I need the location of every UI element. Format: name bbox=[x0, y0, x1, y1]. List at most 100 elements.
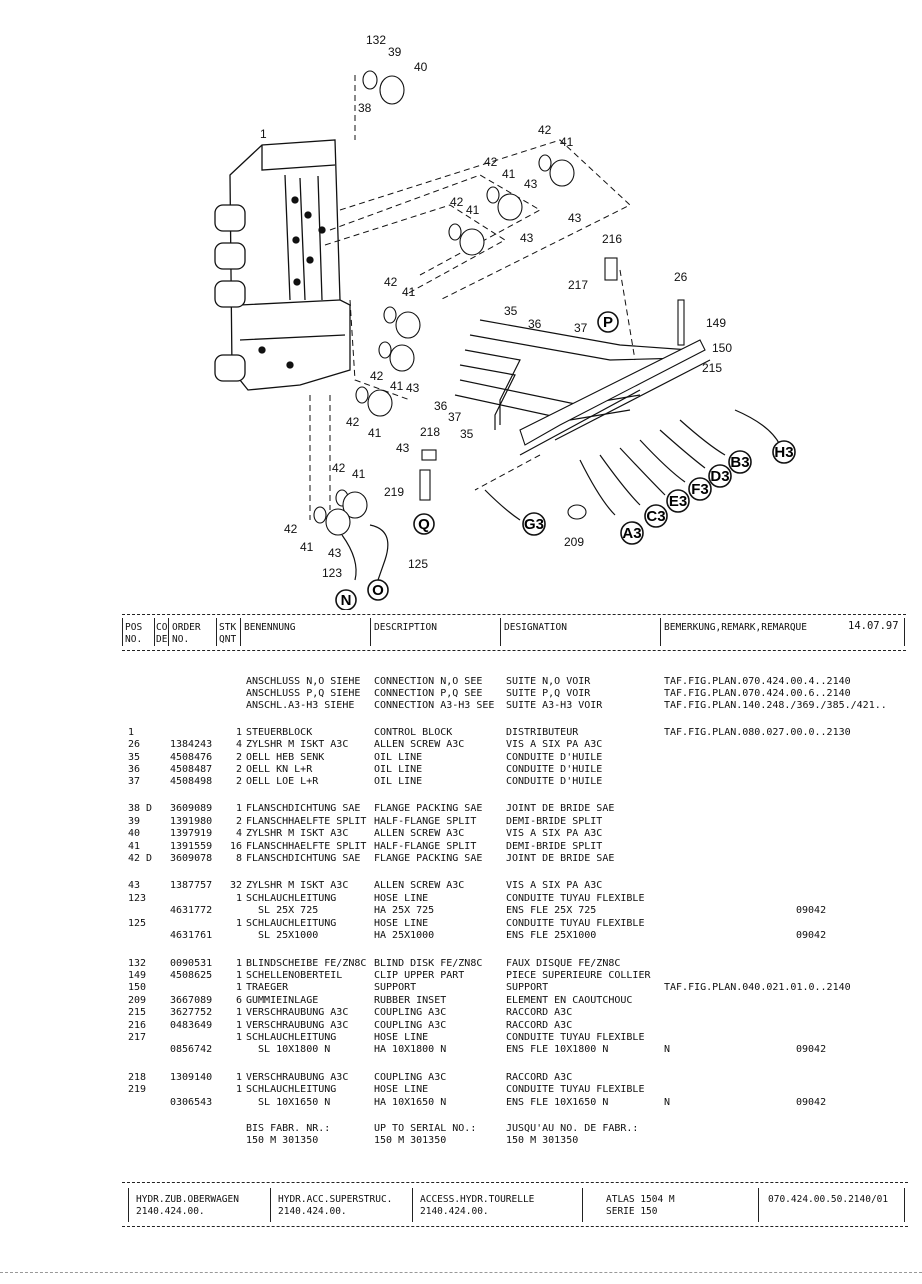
row-cell-dsg: VIS A SIX PA A3C bbox=[506, 880, 603, 891]
row-cell-pos: 219 bbox=[128, 1084, 147, 1095]
row-cell-rem: TAF.FIG.PLAN.140.248./369./385./421.. bbox=[664, 700, 887, 711]
svg-text:C3: C3 bbox=[646, 508, 665, 525]
part-callout: 219 bbox=[384, 485, 404, 499]
row-cell-pos: 41 bbox=[128, 841, 141, 852]
svg-text:F3: F3 bbox=[691, 481, 709, 498]
footer-title-de: HYDR.ZUB.OBERWAGEN bbox=[136, 1194, 239, 1205]
part-callout: 40 bbox=[414, 60, 428, 74]
col-qty: STK QNT bbox=[219, 622, 237, 645]
row-cell-ben: ANSCHL.A3-H3 SIEHE bbox=[246, 700, 355, 711]
row-cell-qty: 1 bbox=[235, 1007, 242, 1018]
row-cell-des: OIL LINE bbox=[374, 764, 423, 775]
row-cell-dsg: CONDUITE TUYAU FLEXIBLE bbox=[506, 1032, 645, 1043]
row-cell-des: COUPLING A3C bbox=[374, 1020, 447, 1031]
svg-text:O: O bbox=[372, 582, 384, 599]
row-cell-ben: OELL KN L+R bbox=[246, 764, 313, 775]
row-cell-qty: 6 bbox=[235, 995, 242, 1006]
row-cell-ben: SCHLAUCHLEITUNG bbox=[246, 893, 337, 904]
hoses-drawing bbox=[341, 409, 781, 581]
svg-text:Q: Q bbox=[418, 516, 430, 533]
row-cell-qty: 1 bbox=[235, 803, 242, 814]
footer-title-fr: ACCESS.HYDR.TOURELLE bbox=[420, 1194, 535, 1205]
row-cell-pos: 218 bbox=[128, 1072, 147, 1083]
part-callout: 42 bbox=[484, 155, 498, 169]
row-cell-ord: 1391980 bbox=[170, 816, 213, 827]
row-cell-dsg: ELEMENT EN CAOUTCHOUC bbox=[506, 995, 633, 1006]
part-callout: 35 bbox=[504, 304, 518, 318]
control-block-drawing bbox=[214, 139, 351, 391]
row-cell-qty: 1 bbox=[235, 1084, 242, 1095]
row-cell-ben: 150 M 301350 bbox=[246, 1135, 319, 1146]
row-cell-ben: SL 10X1650 N bbox=[246, 1097, 331, 1108]
row-cell-qty: 1 bbox=[235, 970, 242, 981]
parts-table-header: POS NO. CO DE ORDER NO. STK QNT BENENNUN… bbox=[122, 614, 906, 651]
part-callout: 42 bbox=[284, 522, 298, 536]
row-cell-dsg: JUSQU'AU NO. DE FABR.: bbox=[506, 1123, 639, 1134]
row-cell-rem: TAF.FIG.PLAN.070.424.00.6..2140 bbox=[664, 688, 851, 699]
part-callout: 215 bbox=[702, 361, 722, 375]
col-remark: BEMERKUNG,REMARK,REMARQUE bbox=[664, 622, 807, 633]
row-cell-pos: 1 bbox=[128, 727, 135, 738]
row-cell-ord: 1309140 bbox=[170, 1072, 213, 1083]
row-cell-qty: 4 bbox=[235, 828, 242, 839]
row-cell-des: COUPLING A3C bbox=[374, 1072, 447, 1083]
row-cell-qty: 1 bbox=[235, 727, 242, 738]
row-cell-pos: 215 bbox=[128, 1007, 147, 1018]
row-cell-des: HOSE LINE bbox=[374, 893, 429, 904]
row-cell-qty: 1 bbox=[235, 893, 242, 904]
row-cell-pos: 150 bbox=[128, 982, 147, 993]
row-cell-des: ALLEN SCREW A3C bbox=[374, 739, 465, 750]
row-cell-dsg: ENS FLE 25X1000 bbox=[506, 930, 597, 941]
connection-label-n: N bbox=[335, 589, 357, 610]
row-cell-des: HA 25X1000 bbox=[374, 930, 435, 941]
row-cell-num: 09042 bbox=[796, 930, 827, 941]
part-callout: 41 bbox=[560, 135, 574, 149]
col-designation: DESIGNATION bbox=[504, 622, 567, 633]
part-callout: 38 bbox=[358, 101, 372, 115]
row-cell-dsg: RACCORD A3C bbox=[506, 1007, 573, 1018]
row-cell-ord: 4508487 bbox=[170, 764, 213, 775]
row-cell-pos: 39 bbox=[128, 816, 141, 827]
part-callout: 43 bbox=[524, 177, 538, 191]
row-cell-dsg: ENS FLE 10X1650 N bbox=[506, 1097, 609, 1108]
row-cell-dsg: SUITE N,O VOIR bbox=[506, 676, 591, 687]
row-cell-dsg: JOINT DE BRIDE SAE bbox=[506, 853, 615, 864]
row-cell-ben: FLANSCHDICHTUNG SAE bbox=[246, 803, 361, 814]
row-cell-des: FLANGE PACKING SAE bbox=[374, 803, 483, 814]
row-cell-dsg: DISTRIBUTEUR bbox=[506, 727, 579, 738]
part-callout: 43 bbox=[568, 211, 582, 225]
row-cell-ben: SL 10X1800 N bbox=[246, 1044, 331, 1055]
row-cell-qty: 1 bbox=[235, 958, 242, 969]
row-cell-des: CLIP UPPER PART bbox=[374, 970, 465, 981]
footer-number-de: 2140.424.00. bbox=[136, 1206, 205, 1217]
row-cell-qty: 16 bbox=[229, 841, 242, 852]
row-cell-ord: 4508625 bbox=[170, 970, 213, 981]
row-cell-ord: 0306543 bbox=[170, 1097, 213, 1108]
row-cell-qty: 4 bbox=[235, 739, 242, 750]
row-cell-pos: 123 bbox=[128, 893, 147, 904]
row-cell-pos: 26 bbox=[128, 739, 141, 750]
connection-label-g3: G3 bbox=[522, 512, 546, 536]
row-cell-pos: 216 bbox=[128, 1020, 147, 1031]
part-callout: 123 bbox=[322, 566, 342, 580]
part-callout: 41 bbox=[368, 426, 382, 440]
row-cell-ben: SCHELLENOBERTEIL bbox=[246, 970, 343, 981]
row-cell-ord: 4508498 bbox=[170, 776, 213, 787]
row-cell-ben: SL 25X1000 bbox=[246, 930, 319, 941]
row-cell-des: COUPLING A3C bbox=[374, 1007, 447, 1018]
svg-text:D3: D3 bbox=[710, 468, 729, 485]
row-cell-pos: 125 bbox=[128, 918, 147, 929]
row-cell-pos: 132 bbox=[128, 958, 147, 969]
part-callout: 41 bbox=[402, 285, 416, 299]
row-cell-rem: TAF.FIG.PLAN.080.027.00.0..2130 bbox=[664, 727, 851, 738]
part-callout: 149 bbox=[706, 316, 726, 330]
part-callout: 42 bbox=[538, 123, 552, 137]
row-cell-ben: STEUERBLOCK bbox=[246, 727, 313, 738]
row-cell-ben: ANSCHLUSS N,O SIEHE bbox=[246, 676, 361, 687]
row-cell-dsg: CONDUITE D'HUILE bbox=[506, 752, 603, 763]
row-cell-pos: 37 bbox=[128, 776, 141, 787]
part-callout: 41 bbox=[466, 203, 480, 217]
part-callout: 42 bbox=[370, 369, 384, 383]
row-cell-num: 09042 bbox=[796, 1097, 827, 1108]
row-cell-ben: GUMMIEINLAGE bbox=[246, 995, 319, 1006]
